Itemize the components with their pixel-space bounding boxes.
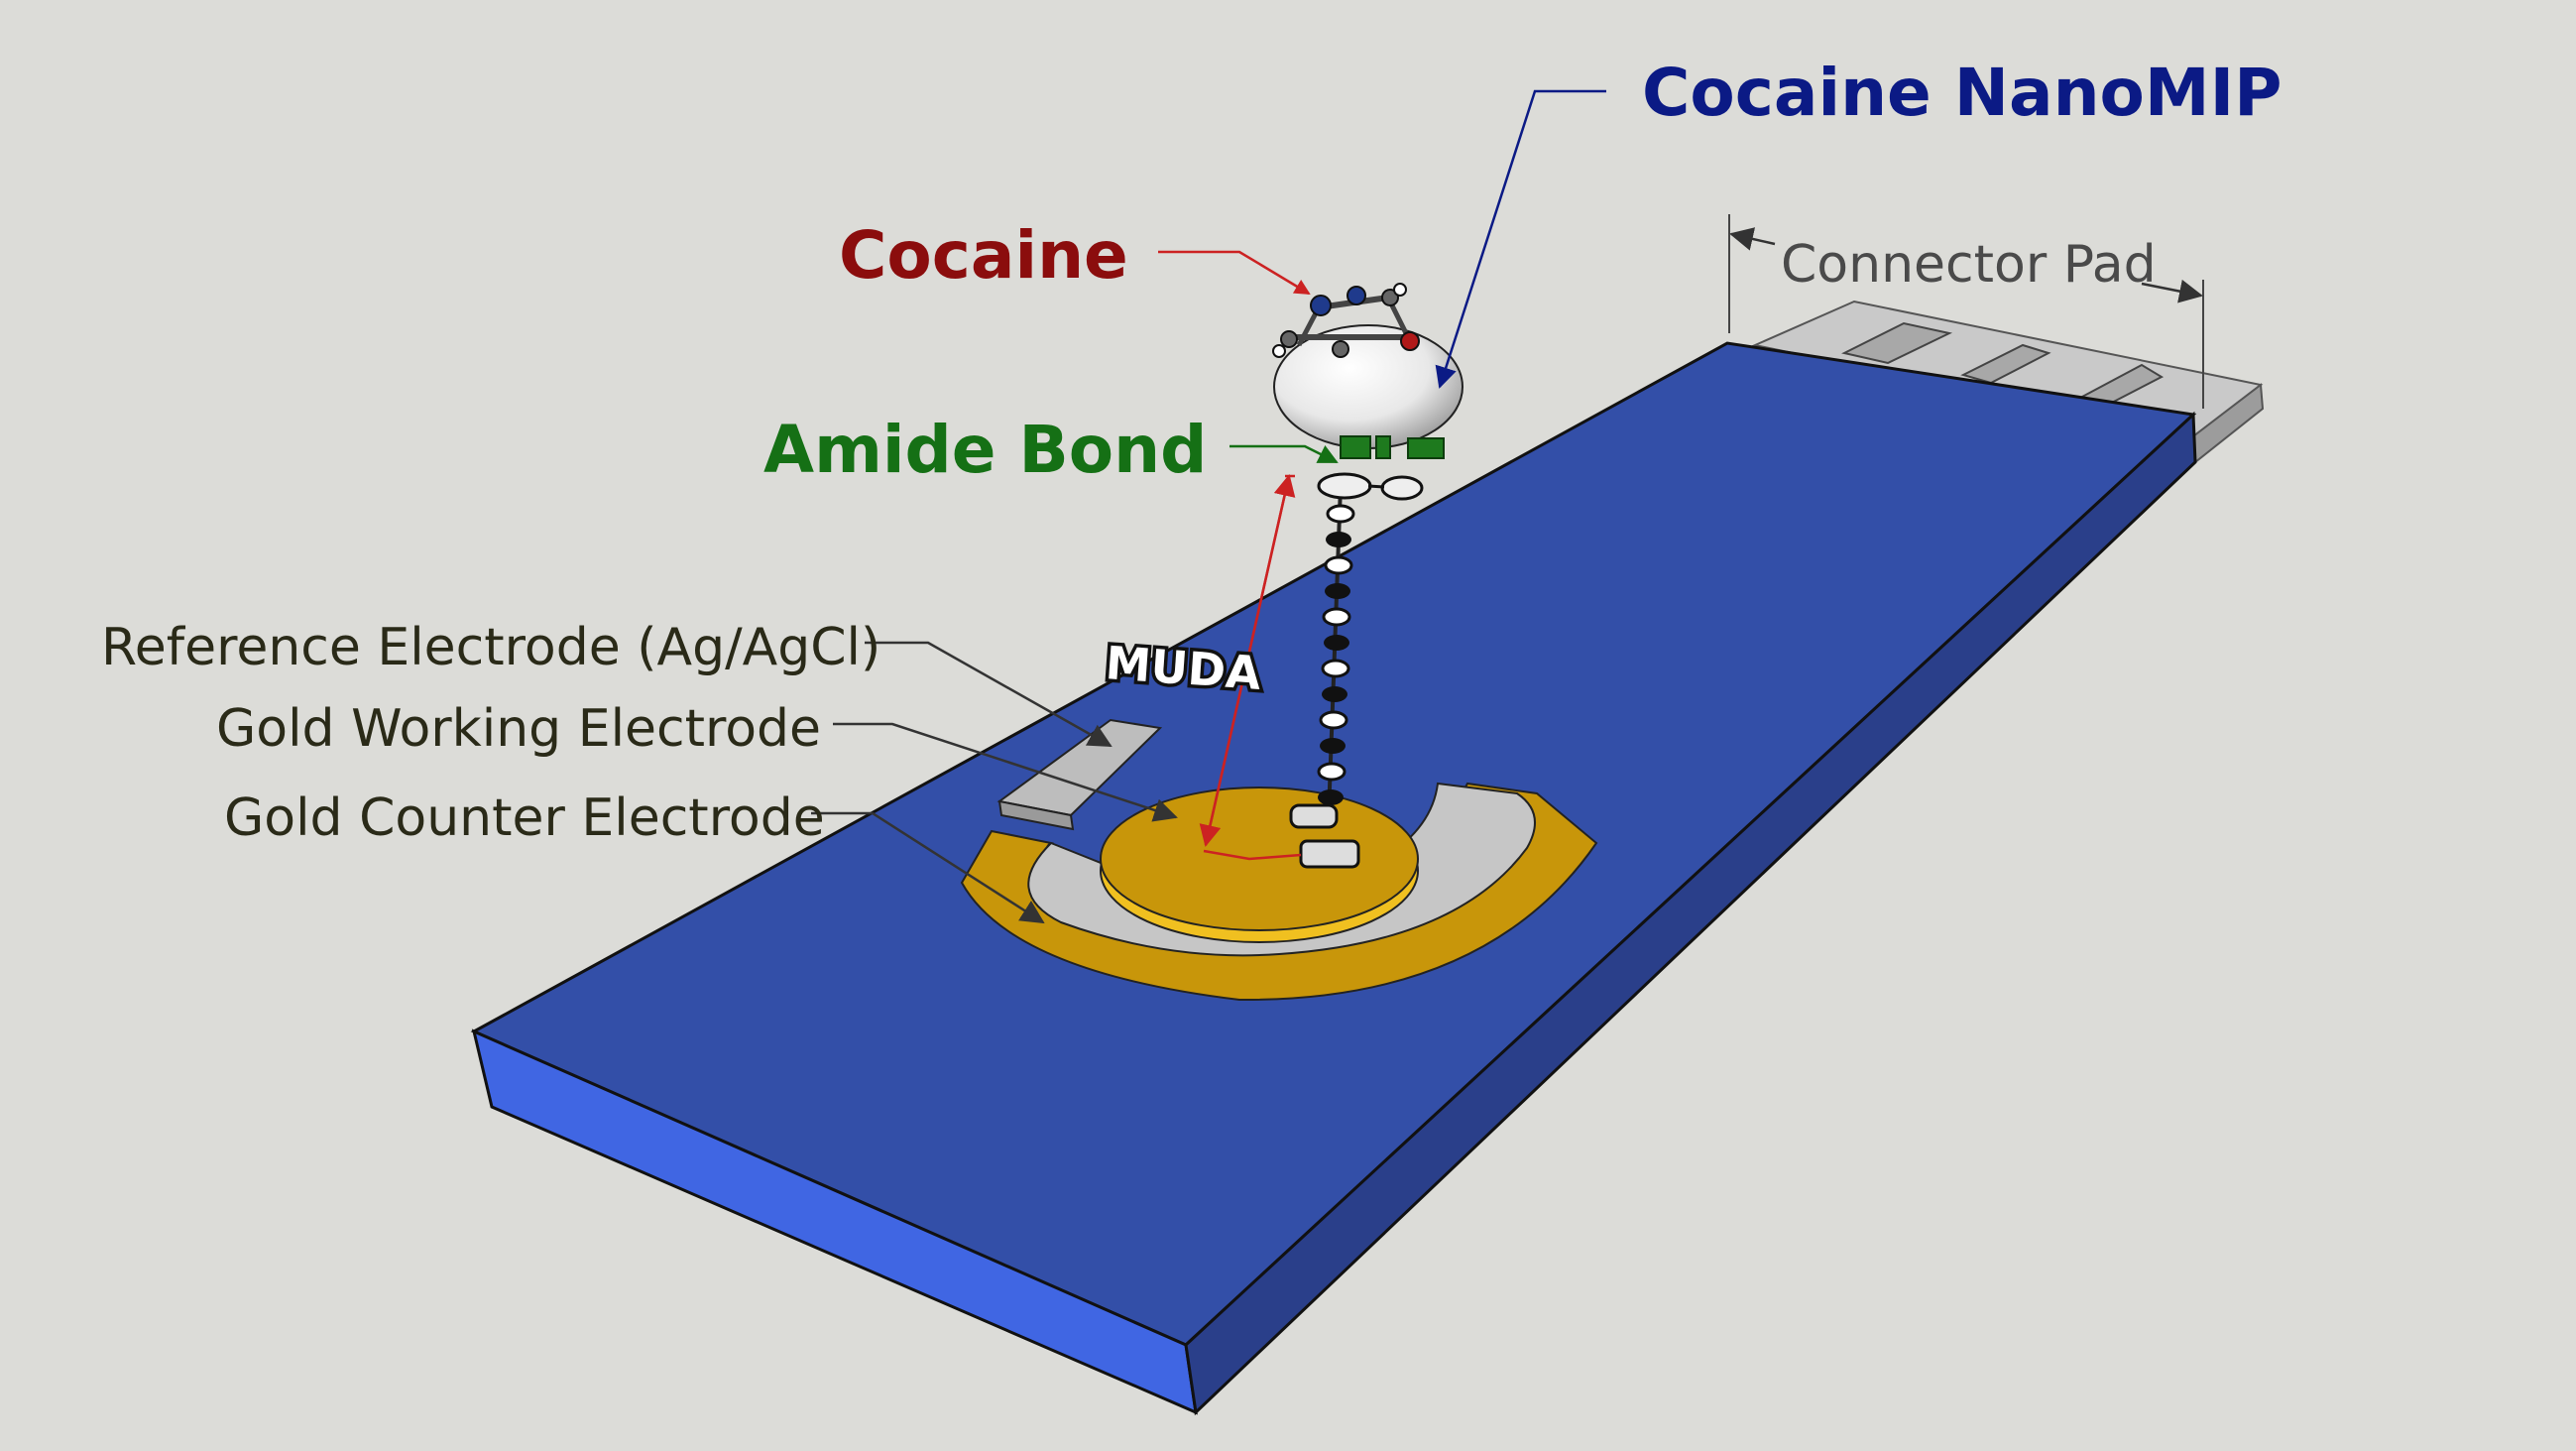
- cocaine-nanomip-label: Cocaine NanoMIP: [1642, 55, 2283, 131]
- amide-nh-group: [1340, 435, 1445, 459]
- working-electrode: [1100, 786, 1419, 943]
- gold-counter-electrode-label: Gold Counter Electrode: [224, 788, 825, 848]
- muda-chain: [1289, 472, 1424, 869]
- amide-bond-label: Amide Bond: [763, 412, 1207, 488]
- connector-pad: [1751, 300, 2265, 464]
- reference-electrode-label: Reference Electrode (Ag/AgCl): [101, 618, 880, 677]
- cocaine-molecule: [1272, 283, 1420, 358]
- connector-pad-label: Connector Pad: [1781, 235, 2157, 295]
- leader-lines: [811, 89, 2204, 924]
- cocaine-label: Cocaine: [839, 217, 1128, 294]
- muda-label: MUDA: [1104, 636, 1263, 700]
- gold-working-electrode-label: Gold Working Electrode: [216, 699, 821, 759]
